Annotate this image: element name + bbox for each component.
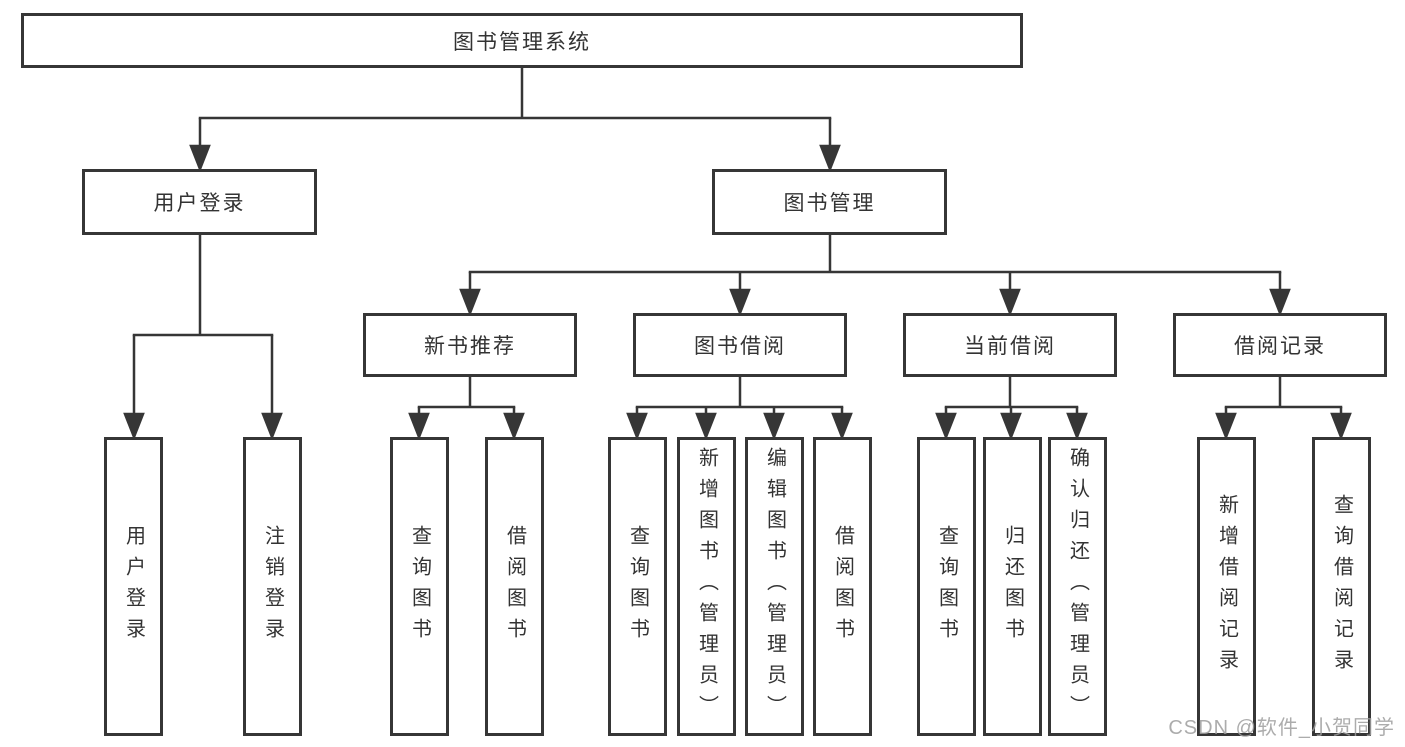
node-new-book-recommend-label: 新书推荐 — [424, 335, 516, 358]
leaf-add-books-admin: 新增图书（管理员） — [677, 437, 736, 736]
node-book-management: 图书管理 — [712, 169, 947, 235]
leaf-edit-books-admin-label: 编辑图书（管理员） — [763, 447, 786, 726]
node-borrow-records: 借阅记录 — [1173, 313, 1387, 377]
node-user-login: 用户登录 — [82, 169, 317, 235]
leaf-query-books-borrow: 查询图书 — [608, 437, 667, 736]
leaf-borrow-books-recommend-label: 借阅图书 — [503, 524, 526, 649]
leaf-query-borrow-record-label: 查询借阅记录 — [1330, 493, 1353, 680]
csdn-watermark: CSDN @软件_小贺同学 — [1168, 717, 1395, 739]
leaf-return-books-label: 归还图书 — [1001, 524, 1024, 649]
leaf-borrow-books: 借阅图书 — [813, 437, 872, 736]
edge-borrow-records-to-leaves — [1215, 377, 1352, 441]
node-borrow-records-label: 借阅记录 — [1234, 335, 1326, 358]
leaf-return-books: 归还图书 — [983, 437, 1042, 736]
node-new-book-recommend: 新书推荐 — [363, 313, 577, 377]
leaf-confirm-return-admin-label: 确认归还（管理员） — [1066, 447, 1089, 726]
edge-root-to-level2 — [189, 68, 841, 173]
leaf-user-login-label: 用户登录 — [122, 524, 145, 649]
leaf-query-books-recommend-label: 查询图书 — [408, 524, 431, 649]
leaf-query-books-borrow-label: 查询图书 — [626, 524, 649, 649]
leaf-query-books-current: 查询图书 — [917, 437, 976, 736]
node-root-system: 图书管理系统 — [21, 13, 1023, 68]
edge-current-borrow-to-leaves — [935, 377, 1088, 441]
leaf-query-borrow-record: 查询借阅记录 — [1312, 437, 1371, 736]
node-book-borrow: 图书借阅 — [633, 313, 847, 377]
node-current-borrow-label: 当前借阅 — [964, 335, 1056, 358]
node-current-borrow: 当前借阅 — [903, 313, 1117, 377]
node-book-borrow-label: 图书借阅 — [694, 335, 786, 358]
leaf-query-books-current-label: 查询图书 — [935, 524, 958, 649]
leaf-confirm-return-admin: 确认归还（管理员） — [1048, 437, 1107, 736]
node-book-management-label: 图书管理 — [783, 192, 876, 215]
node-user-login-label: 用户登录 — [153, 192, 246, 215]
leaf-borrow-books-recommend: 借阅图书 — [485, 437, 544, 736]
leaf-logout-label: 注销登录 — [261, 524, 284, 649]
leaf-borrow-books-label: 借阅图书 — [831, 524, 854, 649]
leaf-add-borrow-record: 新增借阅记录 — [1197, 437, 1256, 736]
edge-new-book-recommend-to-leaves — [408, 377, 525, 441]
leaf-edit-books-admin: 编辑图书（管理员） — [745, 437, 804, 736]
leaf-add-books-admin-label: 新增图书（管理员） — [695, 447, 718, 726]
node-root-label: 图书管理系统 — [453, 30, 591, 54]
edge-book-borrow-to-leaves — [626, 377, 853, 441]
leaf-query-books-recommend: 查询图书 — [390, 437, 449, 736]
leaf-add-borrow-record-label: 新增借阅记录 — [1215, 493, 1238, 680]
leaf-logout: 注销登录 — [243, 437, 302, 736]
leaf-user-login: 用户登录 — [104, 437, 163, 736]
edge-book-management-to-level3 — [459, 235, 1291, 317]
edge-user-login-to-leaves — [123, 235, 283, 441]
